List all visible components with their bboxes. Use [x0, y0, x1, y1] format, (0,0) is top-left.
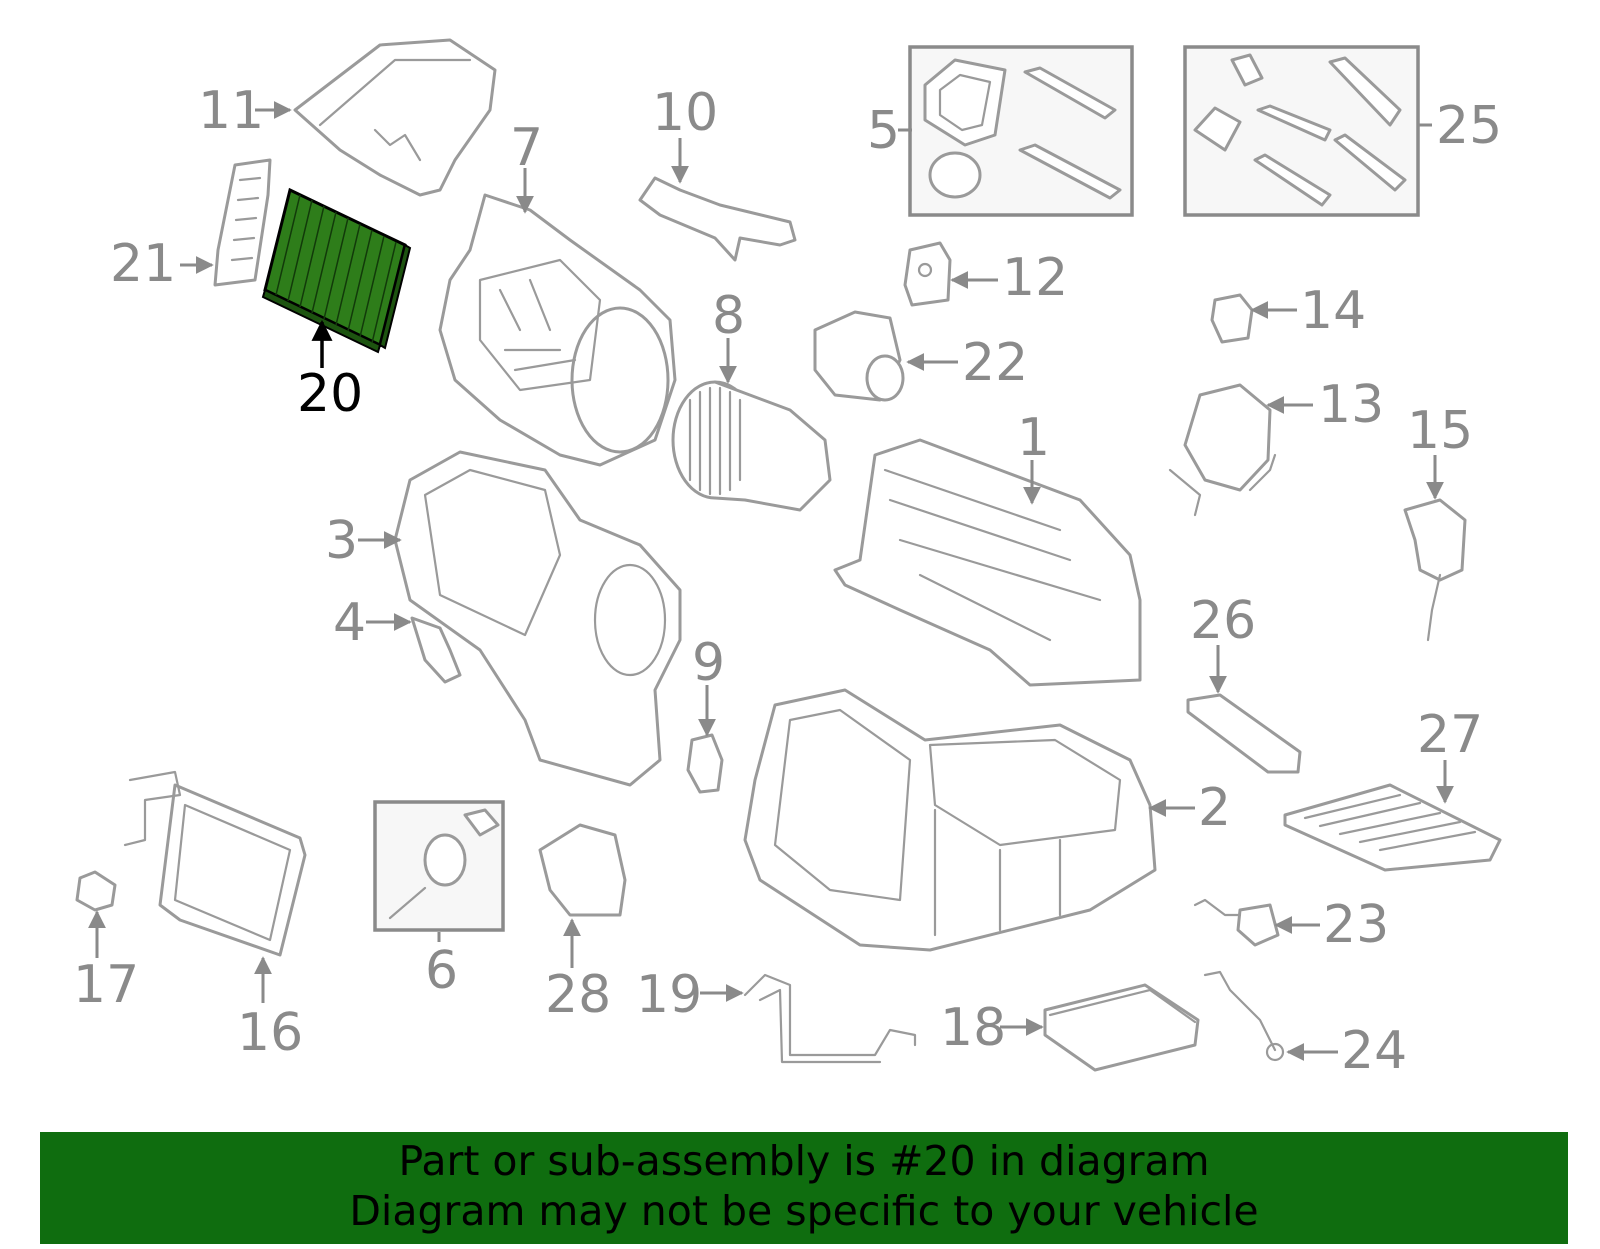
part-2-hvac-lower-case [743, 688, 1157, 952]
callout-2: 2 [1198, 778, 1231, 838]
callout-17: 17 [73, 955, 139, 1015]
leader-lines [88, 101, 1454, 1061]
callout-28: 28 [545, 965, 611, 1025]
callout-4: 4 [333, 593, 366, 653]
callout-15: 15 [1407, 401, 1473, 461]
callout-18: 18 [940, 998, 1006, 1058]
parts-diagram: 11 21 20 7 10 8 5 25 12 22 14 13 15 1 3 … [73, 38, 1502, 1081]
part-27-filter-frame [1283, 783, 1502, 872]
part-28-duct [538, 823, 627, 917]
footer-line-2: Diagram may not be specific to your vehi… [349, 1187, 1259, 1235]
callout-13: 13 [1318, 375, 1384, 435]
callout-14: 14 [1300, 281, 1366, 341]
part-24-wire [1203, 970, 1285, 1062]
callout-25: 25 [1436, 96, 1502, 156]
callout-24: 24 [1341, 1021, 1407, 1081]
callout-16: 16 [237, 1003, 303, 1063]
part-13-mode-actuator [1168, 383, 1277, 517]
part-6-hardware-kit [373, 800, 505, 932]
part-5-seal-kit [908, 45, 1134, 217]
callout-26: 26 [1190, 591, 1256, 651]
callout-23: 23 [1323, 895, 1389, 955]
part-11-inlet-cover [293, 38, 497, 197]
callout-21: 21 [110, 234, 176, 294]
part-12-sensor [903, 241, 952, 307]
callout-1: 1 [1017, 408, 1050, 468]
part-14-sensor [1210, 293, 1254, 344]
part-26-seal-strip [1186, 693, 1302, 774]
part-21-filter-cover [213, 158, 272, 287]
callout-9: 9 [692, 633, 725, 693]
part-9-bracket [686, 733, 724, 794]
part-18-heater-core [1043, 983, 1200, 1072]
callout-8: 8 [712, 286, 745, 346]
part-23-sensor [1193, 898, 1280, 947]
part-15-actuator-arm [1403, 498, 1467, 642]
part-1-hvac-case [833, 438, 1142, 687]
part-7-blower-housing [438, 193, 677, 467]
part-25-actuator-kit [1183, 45, 1420, 217]
callout-12: 12 [1002, 248, 1068, 308]
part-10-bracket [638, 176, 797, 262]
part-17-clip [75, 870, 117, 912]
callout-10: 10 [652, 83, 718, 143]
part-4-bracket [410, 616, 462, 684]
callout-27: 27 [1417, 705, 1483, 765]
callout-labels: 11 21 20 7 10 8 5 25 12 22 14 13 15 1 3 … [73, 81, 1502, 1081]
callout-19: 19 [636, 965, 702, 1025]
part-19-pipe [743, 973, 917, 1064]
callout-20: 20 [297, 364, 363, 424]
part-3-blower-case [393, 450, 682, 787]
footer-line-1: Part or sub-assembly is #20 in diagram [398, 1137, 1210, 1185]
callout-7: 7 [510, 118, 543, 178]
part-20-cabin-air-filter [261, 187, 412, 354]
callout-22: 22 [962, 333, 1028, 393]
callout-11: 11 [198, 81, 264, 141]
callout-5: 5 [867, 101, 900, 161]
part-16-evaporator [123, 770, 307, 957]
callout-6: 6 [425, 941, 458, 1001]
part-22-actuator [813, 310, 905, 402]
part-8-blower-motor [671, 380, 832, 512]
callout-3: 3 [325, 511, 358, 571]
footer-banner: Part or sub-assembly is #20 in diagram D… [40, 1132, 1568, 1244]
